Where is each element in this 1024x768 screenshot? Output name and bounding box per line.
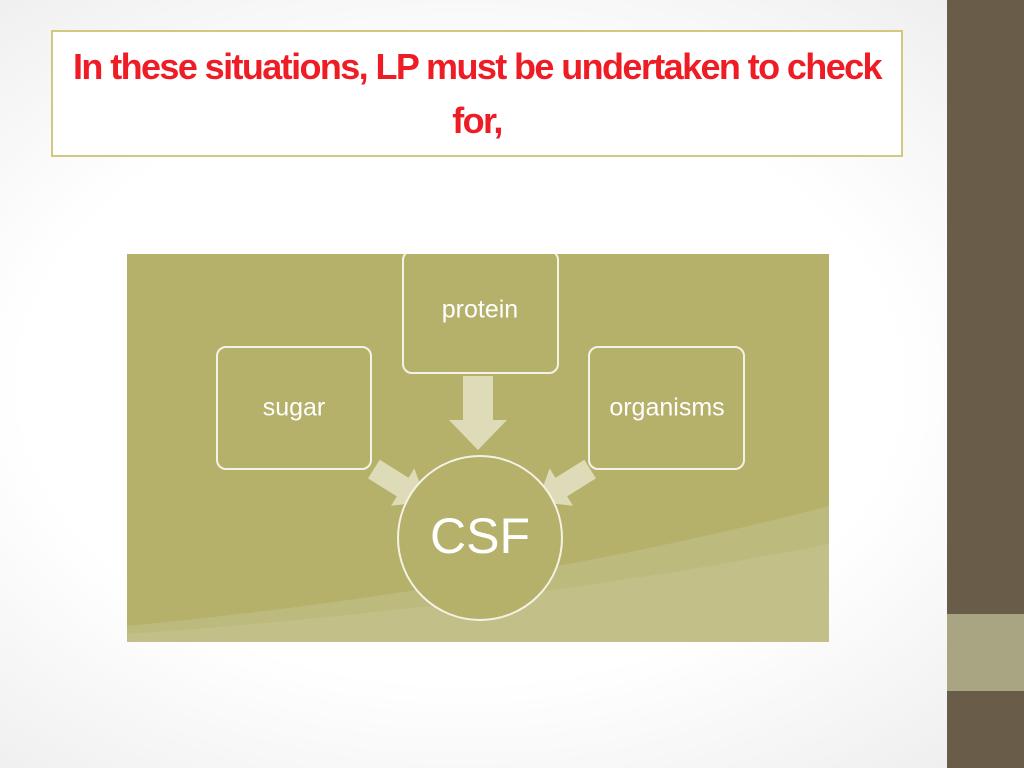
node-organisms: organisms (588, 346, 745, 470)
arrow-organisms-to-csf (537, 459, 596, 506)
node-sugar-label: sugar (263, 394, 326, 422)
node-protein: protein (402, 254, 559, 374)
node-organisms-label: organisms (609, 394, 724, 422)
title-box: In these situations, LP must be undertak… (51, 30, 903, 157)
side-accent-block (947, 614, 1024, 691)
hub-csf-label: CSF (430, 508, 530, 564)
background-swoosh-light (127, 544, 829, 642)
hub-csf: CSF (397, 455, 563, 621)
slide-title: In these situations, LP must be undertak… (73, 45, 883, 141)
node-protein-label: protein (442, 296, 518, 324)
arrow-protein-to-csf (449, 376, 507, 450)
node-sugar: sugar (216, 346, 372, 470)
diagram-canvas: sugar protein organisms CSF (127, 254, 829, 642)
csf-diagram: sugar protein organisms CSF (127, 254, 829, 642)
